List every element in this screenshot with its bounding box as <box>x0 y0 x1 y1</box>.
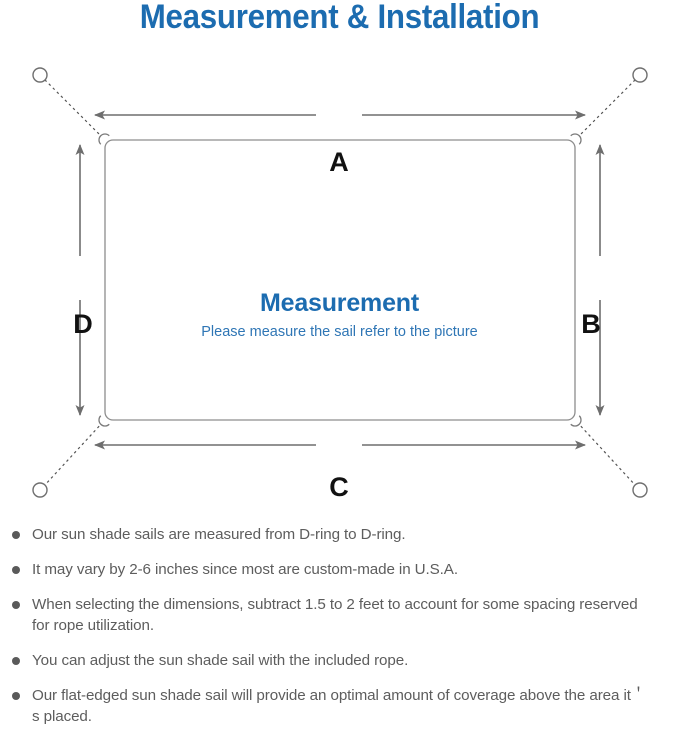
notes-list: Our sun shade sails are measured from D-… <box>0 524 679 741</box>
note-text: Our sun shade sails are measured from D-… <box>32 526 406 543</box>
note-text: You can adjust the sun shade sail with t… <box>32 652 409 669</box>
note-text: When selecting the dimensions, subtract … <box>32 596 638 634</box>
page-title: Measurement & Installation <box>139 0 540 36</box>
anchor-point-top-right <box>632 67 648 83</box>
rope-bottom-right <box>576 421 637 487</box>
list-item: Our sun shade sails are measured from D-… <box>0 524 679 545</box>
rope-top-left <box>43 78 104 139</box>
anchor-point-bottom-right <box>632 482 648 498</box>
d-ring-bottom-right <box>570 415 582 427</box>
diagram-svg <box>32 67 648 498</box>
sail-body <box>104 139 576 421</box>
rope-top-right <box>576 78 637 139</box>
list-item: Our flat-edged sun shade sail will provi… <box>0 685 679 727</box>
list-item: It may vary by 2-6 inches since most are… <box>0 559 679 580</box>
list-item: When selecting the dimensions, subtract … <box>0 594 679 636</box>
rope-bottom-left <box>43 421 104 487</box>
measurement-diagram: A B C D Measurement Please measure the s… <box>0 48 679 518</box>
note-text: It may vary by 2-6 inches since most are… <box>32 561 458 578</box>
note-text: Our flat-edged sun shade sail will provi… <box>32 687 646 725</box>
list-item: You can adjust the sun shade sail with t… <box>0 650 679 671</box>
anchor-point-top-left <box>32 67 48 83</box>
anchor-point-bottom-left <box>32 482 48 498</box>
d-ring-top-right <box>570 133 582 145</box>
bullet-icon <box>12 531 20 539</box>
bullet-icon <box>12 692 20 700</box>
bullet-icon <box>12 601 20 609</box>
bullet-icon <box>12 566 20 574</box>
d-ring-top-left <box>98 133 110 145</box>
d-ring-bottom-left <box>98 415 110 427</box>
bullet-icon <box>12 657 20 665</box>
